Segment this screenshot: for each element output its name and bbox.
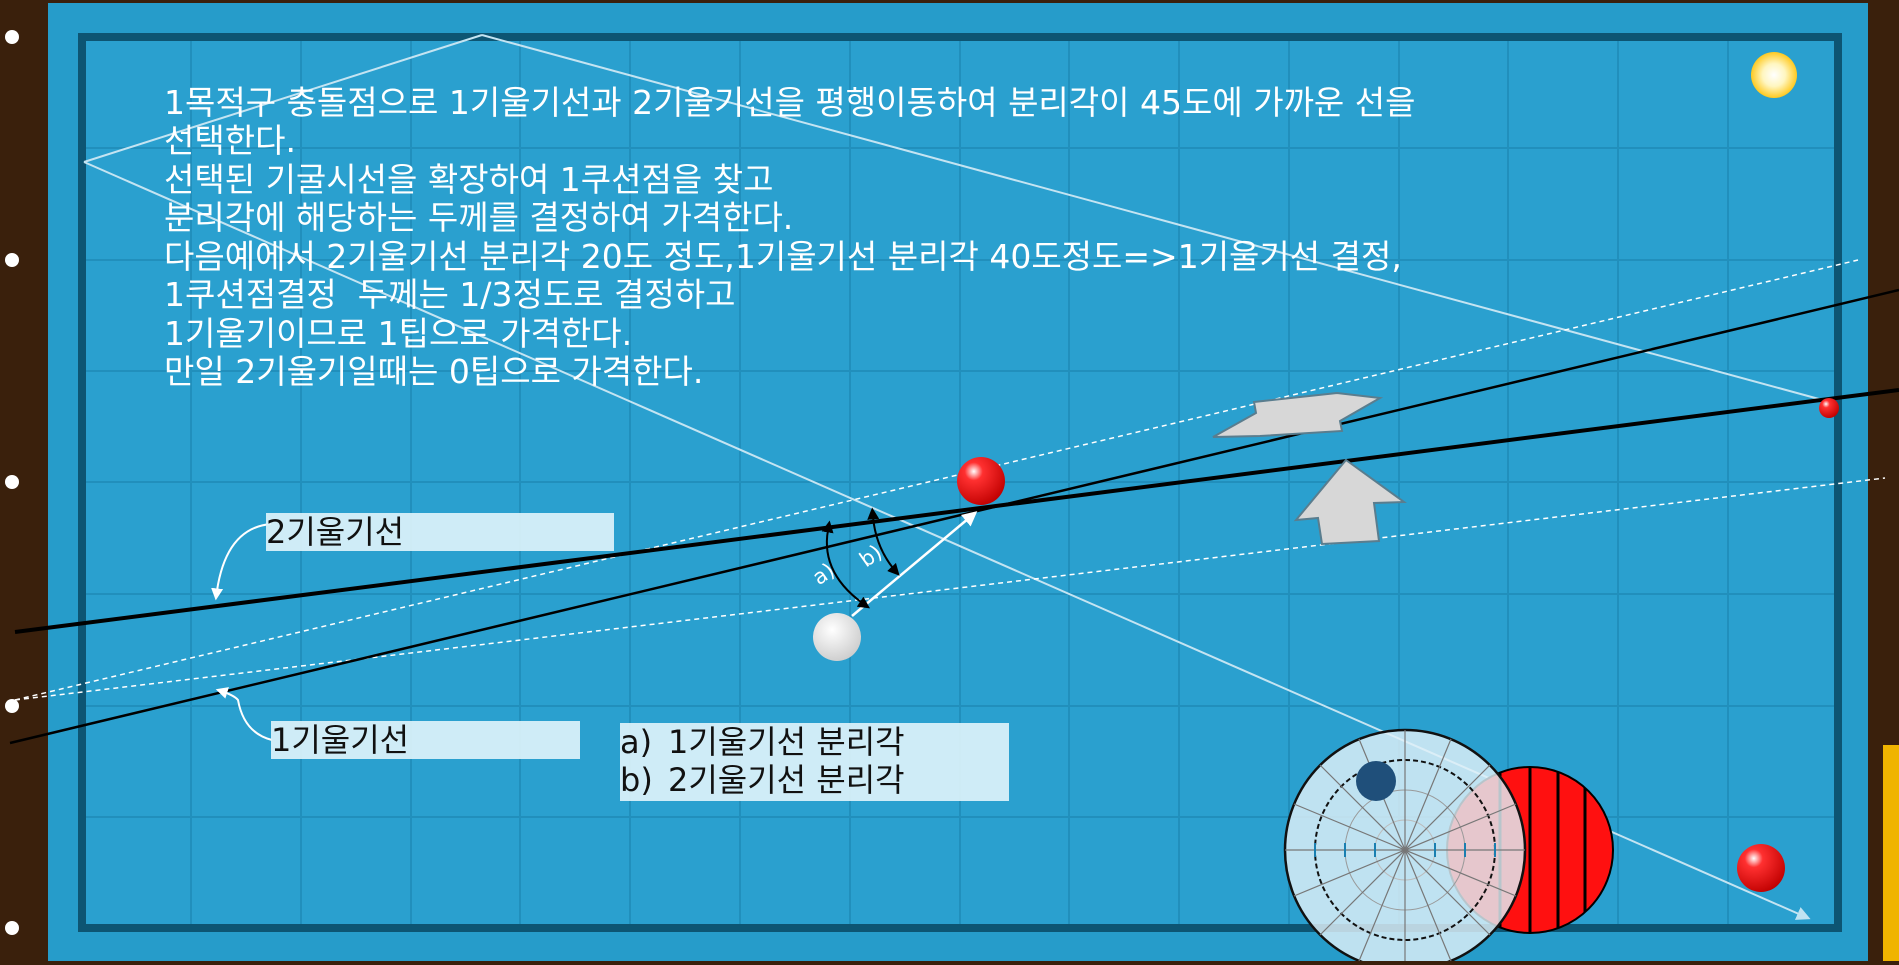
line2-label: 2기울기선 <box>266 513 614 551</box>
thickness-gauge <box>1283 728 1614 965</box>
legend-a-text: 1기울기선 분리각 <box>668 723 905 761</box>
yellow-ball <box>1751 52 1797 98</box>
slope-line-2 <box>14 388 1899 634</box>
grey-arrow-left <box>1212 391 1384 438</box>
red-ball-small <box>1819 398 1839 418</box>
angle-legend: a) 1기울기선 분리각 b) 2기울기선 분리각 <box>620 723 1009 801</box>
diamond-marker <box>5 30 19 44</box>
diamond-marker <box>5 475 19 489</box>
slope-line-1 <box>9 288 1899 745</box>
line1-label: 1기울기선 <box>271 721 580 759</box>
instruction-line-8: 만일 2기울기일때는 0팁으로 가격한다. <box>164 352 704 391</box>
instruction-line-6: 1쿠션점결정 두께는 1/3정도로 결정하고 <box>164 275 736 314</box>
legend-a-key: a) <box>620 723 653 761</box>
grey-arrow-up <box>1293 458 1407 546</box>
legend-b-text: 2기울기선 분리각 <box>668 761 905 799</box>
instruction-line-7: 1기울기이므로 1팁으로 가격한다. <box>164 314 633 353</box>
angle-a-arc <box>821 520 870 609</box>
instruction-line-3: 선택된 기굴시선을 확장하여 1쿠션점을 찾고 <box>164 160 774 199</box>
angle-b-arc <box>867 507 900 576</box>
diamond-marker <box>5 921 19 935</box>
instruction-line-5: 다음예에서 2기울기선 분리각 20도 정도,1기울기선 분리각 40도정도=>… <box>164 237 1402 276</box>
parallel-dashed-lines <box>14 259 1886 701</box>
line1-pointer <box>215 687 273 741</box>
cue-direction-arrow <box>851 511 978 617</box>
diamond-marker <box>5 253 19 267</box>
line2-pointer <box>211 523 272 601</box>
instruction-line-4: 분리각에 해당하는 두께를 결정하여 가격한다. <box>164 198 794 237</box>
diamond-marker <box>5 699 19 713</box>
instruction-line-1: 1목적구 충돌점으로 1기울기선과 2기울기선을 평행이동하여 분리각이 45도… <box>164 83 1416 122</box>
white-cue-ball <box>813 613 861 661</box>
side-yellow-strip <box>1883 745 1899 961</box>
legend-b-key: b) <box>620 761 653 799</box>
instruction-line-2: 선택한다. <box>164 121 296 160</box>
red-ball-target <box>957 457 1005 505</box>
red-ball-corner <box>1737 844 1785 892</box>
